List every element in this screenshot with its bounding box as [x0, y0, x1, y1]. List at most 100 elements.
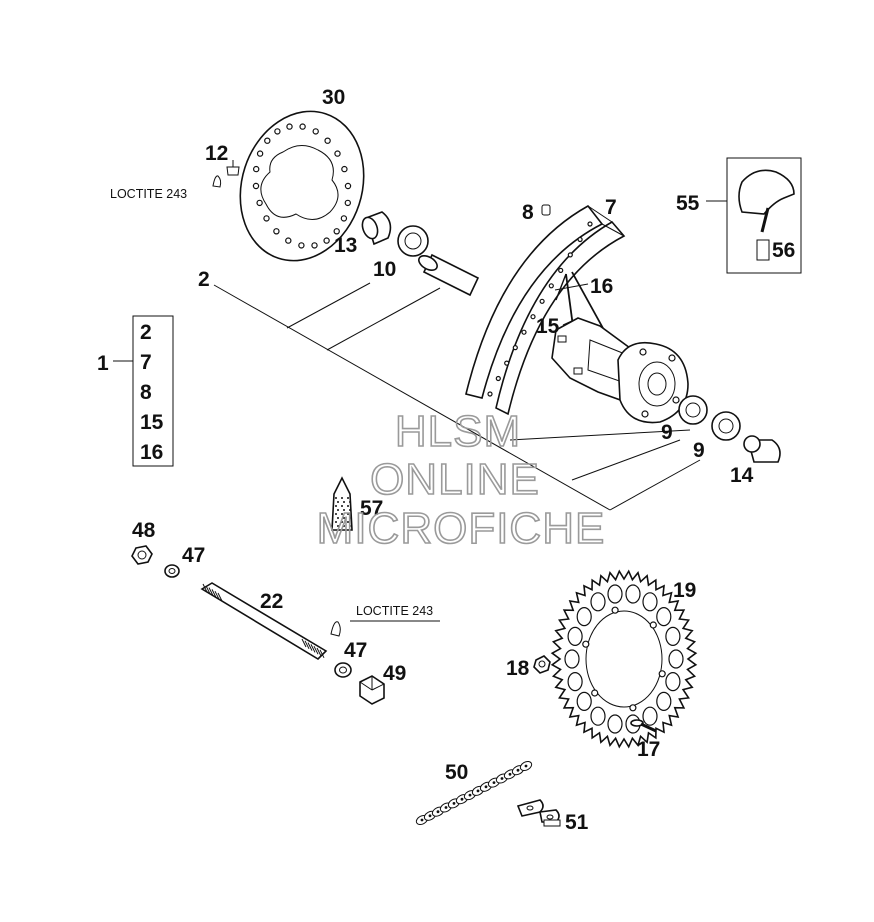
kit-box [132, 315, 174, 467]
watermark-line-3: MICROFICHE [317, 504, 606, 553]
disc-hole [286, 123, 293, 130]
label-22: 22 [260, 590, 283, 613]
kit-item-3: 15 [140, 411, 164, 434]
sprocket-bolt-hole [582, 640, 590, 648]
note-loctite-top: LOCTITE 243 [110, 187, 187, 201]
axle-thread [313, 645, 319, 655]
chain-pin [516, 768, 520, 772]
sprocket-hole [590, 706, 606, 726]
axle-thread [211, 589, 217, 598]
label-48: 48 [132, 519, 156, 542]
disc-hole [264, 137, 271, 144]
label-55: 55 [676, 192, 700, 215]
label-15: 15 [536, 315, 560, 338]
chain-pin [428, 814, 432, 818]
bottle-texture-dot [337, 501, 339, 503]
watermark-line-1: HLSM [395, 407, 521, 456]
rim-hole [530, 314, 536, 320]
axle-thread [301, 638, 307, 648]
bottle-texture-dot [341, 497, 343, 499]
sprocket-hole [576, 606, 592, 627]
rim-hole [587, 221, 593, 227]
disc-bolt [212, 160, 240, 188]
axle-thread [214, 590, 220, 600]
sprocket-bolt-hole [649, 621, 657, 629]
axle-thread [319, 649, 325, 659]
chain-pin [436, 810, 440, 814]
bottle-texture-dot [349, 525, 351, 527]
bearings-9 [678, 395, 741, 441]
label-19: 19 [673, 579, 696, 602]
bottle-texture-dot [347, 521, 349, 523]
sprocket-bolt-hole [629, 704, 637, 712]
sprocket-hole [625, 584, 641, 604]
rim-hole [548, 283, 554, 289]
axle-thread [217, 592, 223, 602]
axle-thread [307, 642, 313, 651]
label-13: 13 [334, 234, 357, 257]
axle-thread [208, 587, 214, 596]
bottle-texture-dot [349, 517, 351, 519]
rim-hole [495, 375, 501, 382]
axle-thread [202, 583, 208, 593]
label-14: 14 [730, 464, 754, 487]
disc-hole [334, 150, 341, 157]
axle-thread [316, 647, 322, 657]
disc-hole [256, 150, 264, 157]
spacer-14 [743, 435, 781, 463]
sprocket-hole [642, 706, 658, 726]
bottle-texture-dot [337, 517, 339, 519]
chain-pin [444, 806, 448, 809]
sprocket-hole [567, 671, 583, 692]
disc-hole [256, 199, 263, 207]
axle-nut-48 [131, 545, 153, 565]
disc-hole [340, 215, 348, 222]
label-50: 50 [445, 761, 468, 784]
chain-pin [468, 793, 472, 797]
disc-hole [324, 137, 331, 144]
sprocket-bolt [630, 719, 657, 733]
label-18: 18 [506, 657, 530, 680]
rim-hole [567, 252, 573, 258]
tube-valve-box [726, 157, 802, 274]
kit-item-4: 16 [140, 441, 163, 464]
sprocket-hole [607, 584, 623, 604]
disc-hole [253, 165, 260, 173]
label-10: 10 [373, 258, 396, 281]
label-7: 7 [605, 196, 617, 219]
disc-hole [298, 242, 305, 249]
disc-hole [312, 128, 319, 135]
spacer-13 [361, 211, 392, 246]
watermark-line-2: ONLINE [370, 455, 540, 504]
rim-hole [512, 345, 518, 351]
rim-hole [521, 329, 527, 335]
bottle-texture-dot [341, 505, 343, 507]
sprocket-hole [564, 649, 580, 669]
label-49: 49 [383, 662, 406, 685]
bottle-texture-dot [337, 525, 339, 527]
rear-sprocket [550, 569, 698, 749]
label-51: 51 [565, 811, 589, 834]
disc-hole [344, 182, 352, 190]
sprocket-hole [656, 606, 672, 627]
label-17: 17 [637, 738, 660, 761]
sprocket-bolt-hole [591, 689, 599, 697]
chain-pin [476, 789, 480, 793]
chain-pin [524, 764, 528, 768]
sprocket-hole [607, 714, 623, 734]
threadlock-drop [330, 621, 341, 637]
bottle-texture-dot [343, 525, 345, 527]
disc-hole [273, 228, 280, 235]
sprocket-hole [590, 592, 606, 612]
disc-hole [285, 237, 292, 244]
sprocket-hole [665, 626, 681, 647]
master-link [516, 799, 561, 827]
bottle-texture-dot [335, 497, 337, 499]
bottle-texture-dot [347, 513, 349, 515]
bottle-texture-dot [341, 521, 343, 523]
label-12: 12 [205, 142, 228, 165]
note-loctite-axle: LOCTITE 243 [356, 604, 433, 618]
bearing-10 [397, 225, 429, 257]
kit-item-0: 2 [140, 321, 152, 344]
